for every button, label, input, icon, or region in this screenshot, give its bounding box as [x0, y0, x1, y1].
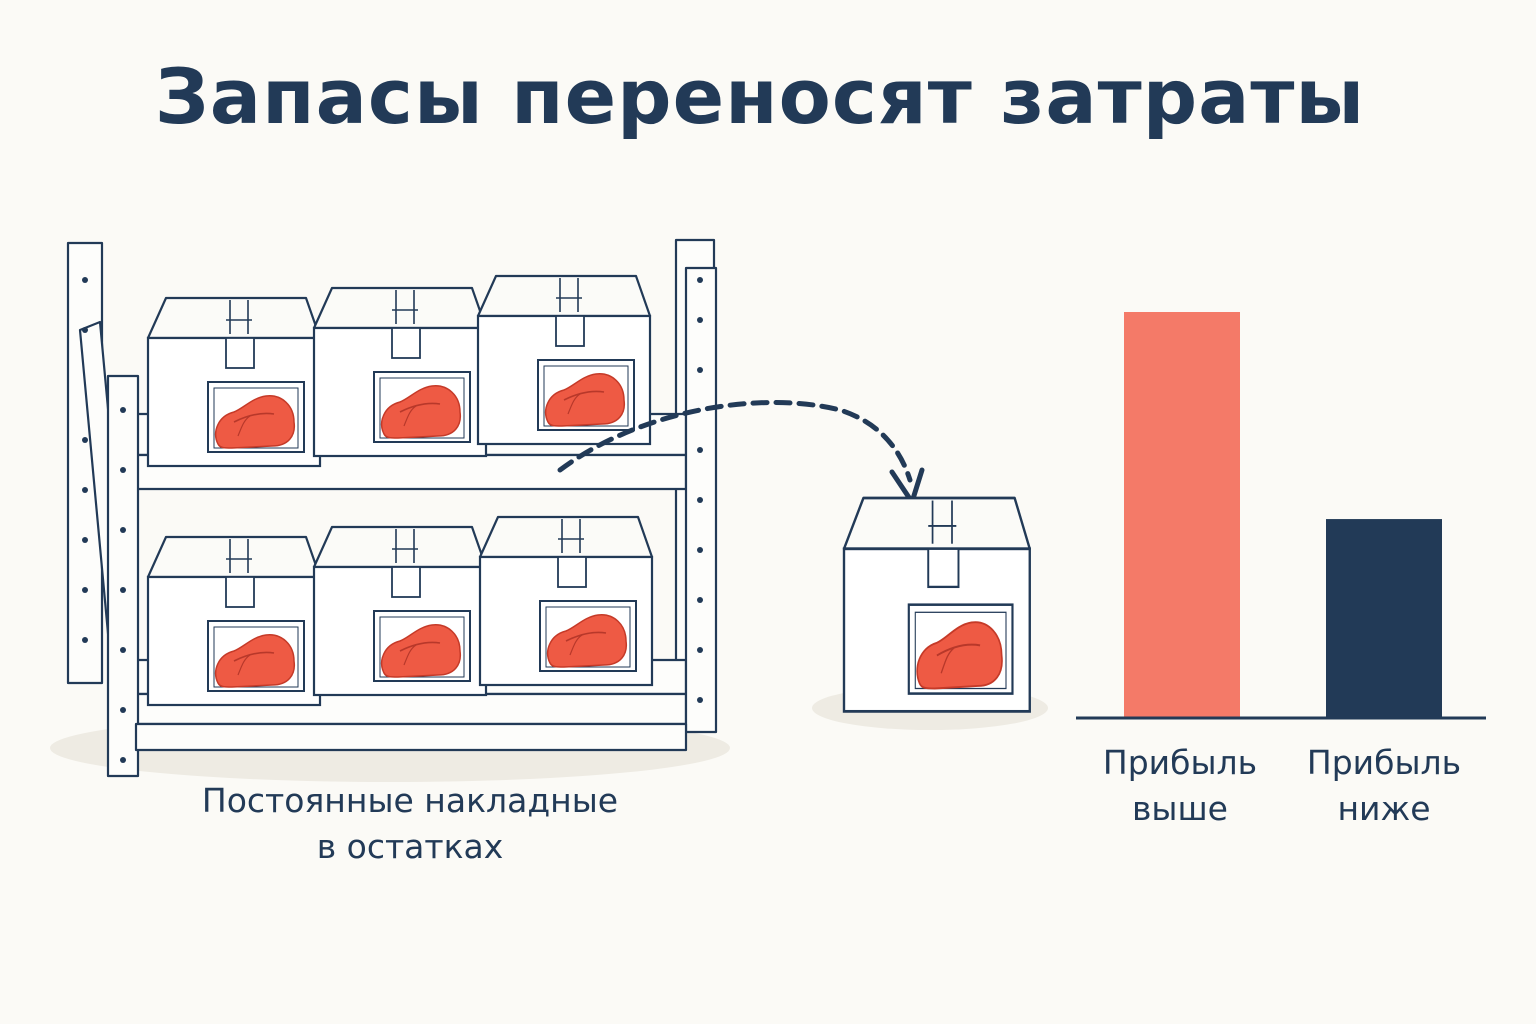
bar-label-lower-line-2: ниже: [1337, 789, 1431, 828]
bar-label-higher-line-2: выше: [1131, 789, 1228, 828]
shelf-label-line-1: Постоянные накладные: [201, 781, 619, 820]
bar-profit-lower: [1326, 519, 1442, 718]
bar-label-higher-line-1: Прибыль: [1102, 743, 1258, 782]
box-icon: [312, 525, 488, 697]
page-title: Запасы переносят затраты: [154, 52, 1366, 141]
bar-label-lower-line-1: Прибыль: [1306, 743, 1462, 782]
shelf-label-line-2: в остатках: [316, 827, 504, 866]
bar-label-lower: Прибыль ниже: [1284, 740, 1484, 832]
box-icon: [842, 496, 1032, 713]
shelf-label: Постоянные накладные в остатках: [160, 778, 660, 870]
shelf-holes: [82, 277, 703, 763]
profit-bar-chart: [1076, 312, 1486, 720]
bar-profit-higher: [1124, 312, 1240, 718]
box-icon: [312, 286, 488, 458]
box-icon: [146, 535, 322, 707]
bar-label-higher: Прибыль выше: [1080, 740, 1280, 832]
box-icon: [478, 515, 654, 687]
box-icon: [146, 296, 322, 468]
box-icon: [476, 274, 652, 446]
